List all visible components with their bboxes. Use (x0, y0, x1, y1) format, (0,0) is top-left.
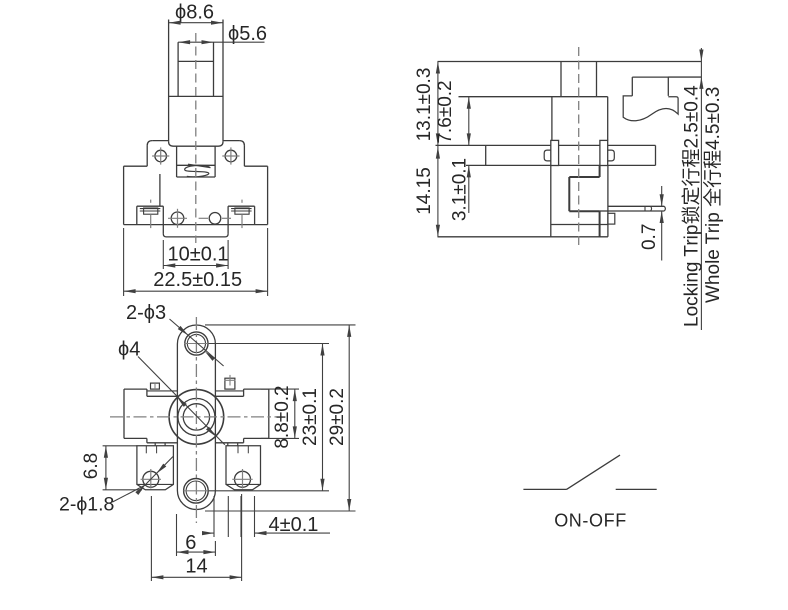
svg-text:2-ϕ1.8: 2-ϕ1.8 (59, 494, 114, 516)
svg-text:ON-OFF: ON-OFF (554, 510, 627, 530)
svg-text:7.6±0.2: 7.6±0.2 (435, 80, 456, 143)
svg-text:3.1±0.1: 3.1±0.1 (450, 158, 471, 221)
svg-text:23±0.1: 23±0.1 (300, 388, 321, 446)
svg-text:8.8±0.2: 8.8±0.2 (272, 385, 293, 448)
svg-text:0.7: 0.7 (639, 224, 660, 250)
svg-text:13.1±0.3: 13.1±0.3 (414, 68, 435, 142)
svg-text:6: 6 (185, 532, 196, 554)
svg-text:6.8: 6.8 (81, 453, 102, 479)
svg-text:22.5±0.15: 22.5±0.15 (153, 269, 242, 291)
svg-text:4±0.1: 4±0.1 (269, 514, 319, 536)
svg-text:ϕ4: ϕ4 (118, 339, 140, 361)
svg-text:Locking Trip锁定行程2.5±0.4: Locking Trip锁定行程2.5±0.4 (681, 85, 703, 327)
svg-text:ϕ5.6: ϕ5.6 (228, 23, 267, 45)
svg-text:ϕ8.6: ϕ8.6 (175, 2, 214, 24)
svg-text:29±0.2: 29±0.2 (327, 388, 348, 446)
svg-text:14.15: 14.15 (414, 167, 435, 215)
svg-text:2-ϕ3: 2-ϕ3 (126, 302, 166, 324)
svg-text:10±0.1: 10±0.1 (167, 243, 228, 265)
svg-text:14: 14 (185, 556, 207, 578)
svg-text:Whole Trip 全行程4.5±0.3: Whole Trip 全行程4.5±0.3 (702, 87, 724, 303)
